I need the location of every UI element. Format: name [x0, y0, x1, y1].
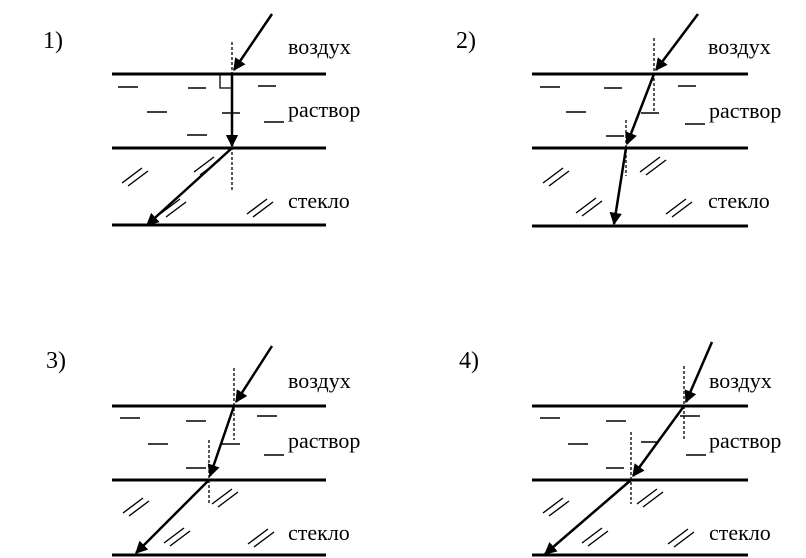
- label-glass-3: стекло: [288, 520, 350, 545]
- ray-in-glass-3: [135, 479, 210, 554]
- label-solution-3: раствор: [288, 428, 360, 453]
- label-glass-1: стекло: [288, 188, 350, 213]
- label-air-1: воздух: [288, 34, 351, 59]
- panel-number-1: 1): [43, 28, 63, 54]
- label-solution-1: раствор: [288, 97, 360, 122]
- label-glass-4: стекло: [709, 520, 771, 545]
- glass-hatching-3: [122, 488, 275, 548]
- incident-ray-1: [232, 13, 274, 72]
- incident-ray-3: [234, 345, 274, 404]
- ray-in-glass-4: [544, 479, 632, 555]
- glass-hatching-2: [542, 156, 693, 218]
- ray-in-glass-2: [609, 147, 628, 226]
- glass-hatching-4: [542, 488, 695, 548]
- solution-dashes-1: [118, 85, 284, 136]
- ray-in-solution-4: [631, 405, 686, 478]
- panel-number-4: 4): [459, 348, 479, 374]
- glass-hatching-1: [121, 156, 274, 218]
- panel-3: 3) воздух раствор стекло: [46, 345, 360, 557]
- ray-in-solution-3: [207, 405, 236, 478]
- solution-dashes-3: [120, 415, 284, 469]
- right-angle-mark: [219, 74, 233, 89]
- label-air-3: воздух: [288, 368, 351, 393]
- incident-ray-4: [684, 341, 714, 404]
- ray-in-solution-2: [625, 73, 656, 146]
- panel-number-3: 3): [46, 348, 66, 374]
- ray-in-glass-1: [146, 147, 233, 226]
- solution-dashes-4: [540, 415, 706, 469]
- panel-4: 4) воздух раствор стекло: [459, 341, 781, 557]
- solution-dashes-2: [540, 85, 705, 137]
- label-glass-2: стекло: [708, 188, 770, 213]
- panel-number-2: 2): [456, 28, 476, 54]
- label-solution-2: раствор: [709, 98, 781, 123]
- incident-ray-2: [655, 13, 699, 71]
- label-solution-4: раствор: [709, 428, 781, 453]
- label-air-4: воздух: [709, 368, 772, 393]
- label-air-2: воздух: [708, 34, 771, 59]
- panel-2: 2) воздух раствор стекло: [456, 13, 781, 228]
- panel-1: 1) воздух раствор стекло: [43, 13, 360, 227]
